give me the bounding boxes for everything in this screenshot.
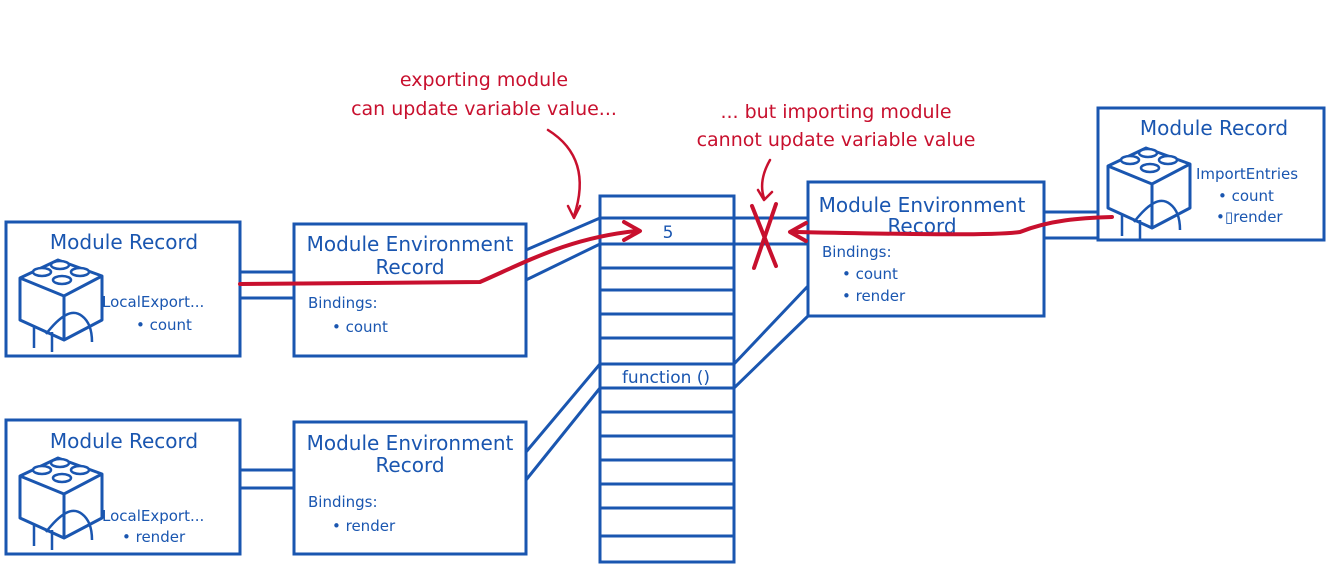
red-arrows xyxy=(238,128,1114,286)
env-record-1-bindings-label: Bindings: xyxy=(308,294,378,312)
env-record-1: Module Environment Record Bindings: • co… xyxy=(292,222,528,358)
module-record-1-title: Module Record xyxy=(50,230,198,254)
env-record-1-binding-count: • count xyxy=(332,318,388,336)
module-record-2-title: Module Record xyxy=(50,429,198,453)
module-record-1-entry-count: • count xyxy=(136,316,192,334)
importing-annotation-line2: cannot update variable value xyxy=(697,129,976,151)
env-record-1-title-line2: Record xyxy=(375,255,444,279)
connector-er2-fn-bottom xyxy=(524,387,602,481)
importing-annotation-line1: ... but importing module xyxy=(720,101,951,123)
env-record-2-binding-render: • render xyxy=(332,517,396,535)
env-record-3-binding-count: • count xyxy=(842,265,898,283)
env-record-2-bindings-label: Bindings: xyxy=(308,493,378,511)
count-value-cell: 5 xyxy=(663,223,674,243)
render-value-cell: function () xyxy=(622,368,710,388)
export-arrowhead xyxy=(622,220,642,242)
module-record-3-entries-label: ImportEntries xyxy=(1196,165,1298,183)
module-record-2-entry-render: • render xyxy=(122,528,186,546)
annotation-pointer-export-head xyxy=(566,204,582,220)
env-record-3: Module Environment Record Bindings: • co… xyxy=(806,180,1046,318)
module-record-3-entry-count: • count xyxy=(1218,187,1274,205)
import-arrowhead xyxy=(788,221,808,243)
exporting-annotation-line1: exporting module xyxy=(400,69,568,91)
connector-er1-count-top xyxy=(525,216,601,252)
annotation-pointer-import xyxy=(760,158,772,200)
export-update-arrow xyxy=(238,229,638,286)
module-record-3-entry-render: •▯render xyxy=(1216,208,1283,226)
import-update-arrow xyxy=(794,215,1114,237)
env-record-3-title-line1: Module Environment xyxy=(819,193,1026,217)
connector-er2-fn-top xyxy=(524,363,602,453)
exporting-annotation-line2: can update variable value... xyxy=(351,98,617,120)
module-record-3-title: Module Record xyxy=(1140,116,1288,140)
connector-er1-count-bottom xyxy=(525,242,601,282)
annotation-pointer-import-head xyxy=(756,188,774,202)
module-record-2: Module Record LocalExport... • render xyxy=(4,418,242,556)
env-record-2-title-line2: Record xyxy=(375,453,444,477)
env-record-2: Module Environment Record Bindings: • re… xyxy=(292,420,528,556)
x-mark-icon xyxy=(750,202,778,270)
env-record-3-bindings-label: Bindings: xyxy=(822,243,892,261)
env-record-3-binding-render: • render xyxy=(842,287,906,305)
module-record-1: Module Record LocalExport... • count xyxy=(4,220,242,358)
env-record-1-title-line1: Module Environment xyxy=(307,232,514,256)
annotation-pointer-export xyxy=(546,128,581,218)
module-record-1-entries-label: LocalExport... xyxy=(102,293,204,311)
module-record-3: Module Record ImportEntries • count •▯re… xyxy=(1096,106,1326,242)
env-record-2-title-line1: Module Environment xyxy=(307,431,514,455)
module-record-2-entries-label: LocalExport... xyxy=(102,507,204,525)
connector-er3-fn-top xyxy=(732,284,810,366)
connectors xyxy=(240,210,1098,490)
connector-er3-fn-bottom xyxy=(732,314,810,390)
